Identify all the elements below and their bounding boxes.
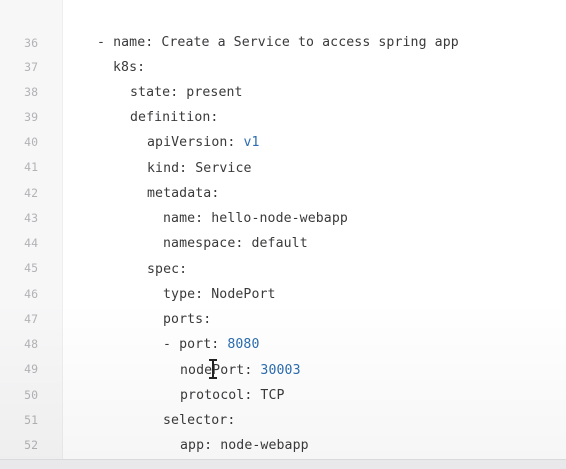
line-number: 41 xyxy=(24,160,38,174)
line-number: 42 xyxy=(24,186,38,200)
yaml-key: - name: xyxy=(97,35,154,50)
code-line: 42 kind: Service xyxy=(0,156,566,200)
line-number: 44 xyxy=(24,236,38,250)
line-number: 51 xyxy=(24,413,38,427)
yaml-key: apiVersion: xyxy=(147,135,236,150)
yaml-value: hello-node-webapp xyxy=(211,211,348,226)
yaml-key: app: xyxy=(180,438,213,453)
code-line: 41 apiVersion: v1 xyxy=(0,130,566,174)
code-line: 50 nodePort: 30003 xyxy=(0,358,566,402)
yaml-key: selector: xyxy=(163,413,236,428)
code-line: 39 state: present xyxy=(0,80,566,124)
yaml-value: v1 xyxy=(243,135,260,150)
code-line: 43 metadata: xyxy=(0,181,566,225)
line-number: 46 xyxy=(24,287,38,301)
code-line: 37 - name: Create a Service to access sp… xyxy=(0,30,566,74)
yaml-key: nodePort: xyxy=(180,363,253,378)
code-line: 45 namespace: default xyxy=(0,231,566,275)
yaml-key: kind: xyxy=(147,161,188,176)
yaml-key: definition: xyxy=(130,110,219,125)
yaml-key: - port: xyxy=(163,337,220,352)
line-number: 43 xyxy=(24,211,38,225)
yaml-key: protocol: xyxy=(180,388,253,403)
yaml-key: metadata: xyxy=(147,186,220,201)
code-line: 48 ports: xyxy=(0,307,566,351)
line-number: 45 xyxy=(24,261,38,275)
yaml-key: namespace: xyxy=(163,236,244,251)
line-number-gutter xyxy=(0,0,63,469)
line-number: 52 xyxy=(24,438,38,452)
line-number: 38 xyxy=(24,85,38,99)
yaml-key: spec: xyxy=(147,262,188,277)
yaml-key: state: xyxy=(130,85,179,100)
code-line: 38 k8s: xyxy=(0,55,566,99)
yaml-value: Create a Service to access spring app xyxy=(161,35,459,50)
yaml-value: 8080 xyxy=(227,337,260,352)
line-number: 37 xyxy=(24,60,38,74)
line-number: 48 xyxy=(24,337,38,351)
text-cursor-icon xyxy=(209,358,217,380)
code-line: 44 name: hello-node-webapp xyxy=(0,206,566,250)
yaml-value: TCP xyxy=(260,388,285,403)
line-number: 39 xyxy=(24,110,38,124)
code-line: 47 type: NodePort xyxy=(0,282,566,326)
line-number: 47 xyxy=(24,312,38,326)
code-line: 36 xyxy=(0,6,566,50)
yaml-key: type: xyxy=(163,287,204,302)
yaml-value: NodePort xyxy=(211,287,276,302)
yaml-key: k8s: xyxy=(113,60,146,75)
yaml-key: ports: xyxy=(163,312,212,327)
line-number: 49 xyxy=(24,362,38,376)
yaml-value: 30003 xyxy=(260,363,301,378)
line-number: 36 xyxy=(24,36,38,50)
horizontal-scrollbar[interactable] xyxy=(0,459,566,469)
yaml-key: name: xyxy=(163,211,204,226)
line-number: 50 xyxy=(24,388,38,402)
code-line: 53 app: node-webapp xyxy=(0,433,566,469)
yaml-value: present xyxy=(186,85,243,100)
code-line: 49 - port: 8080 xyxy=(0,332,566,376)
yaml-value: default xyxy=(251,236,308,251)
code-line: 46 spec: xyxy=(0,257,566,301)
code-line: 51 protocol: TCP xyxy=(0,383,566,427)
yaml-value: Service xyxy=(195,161,252,176)
yaml-value: node-webapp xyxy=(220,438,309,453)
code-line: 52 selector: xyxy=(0,408,566,452)
line-number: 40 xyxy=(24,135,38,149)
code-line: 40 definition: xyxy=(0,105,566,149)
